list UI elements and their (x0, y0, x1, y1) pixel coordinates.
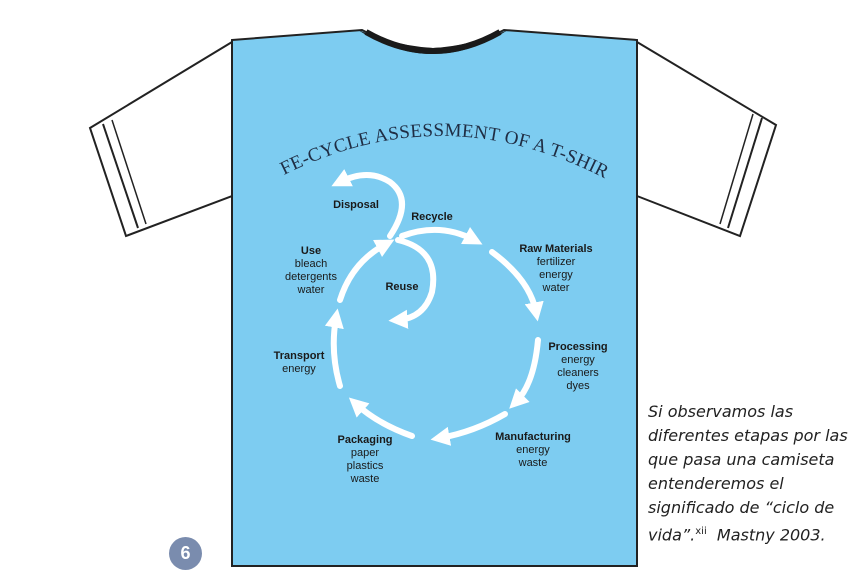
cycle-arrows (324, 169, 544, 446)
stage-use: Use bleach detergents water (285, 245, 337, 296)
svg-text:energy: energy (516, 444, 550, 456)
caption-last-start: vida”. (648, 525, 696, 545)
svg-text:cleaners: cleaners (557, 367, 599, 379)
arrow-reuse-loop (388, 237, 437, 329)
caption-line: diferentes etapas por las (648, 426, 848, 445)
svg-text:bleach: bleach (295, 258, 327, 270)
stage-reuse: Reuse (385, 281, 418, 293)
svg-text:energy: energy (282, 363, 316, 375)
svg-text:waste: waste (350, 473, 380, 485)
arrow-processing-to-manufacturing (509, 337, 541, 409)
svg-text:water: water (297, 284, 325, 296)
arrow-manufacturing-to-packaging (430, 411, 508, 446)
svg-text:energy: energy (561, 354, 595, 366)
right-sleeve-cuff (727, 117, 763, 229)
svg-text:plastics: plastics (347, 460, 384, 472)
svg-text:Recycle: Recycle (411, 211, 453, 223)
footnote-marker: xii (695, 526, 707, 537)
svg-text:Packaging: Packaging (337, 434, 392, 446)
stage-raw-materials: Raw Materials fertilizer energy water (519, 243, 592, 294)
svg-text:Raw Materials: Raw Materials (519, 243, 592, 255)
citation: Mastny 2003. (716, 525, 826, 545)
shirt-body (231, 28, 638, 567)
arrow-use-to-recycle (337, 239, 395, 303)
svg-text:Reuse: Reuse (385, 281, 418, 293)
caption-line: Si observamos las (648, 402, 794, 421)
svg-text:dyes: dyes (566, 380, 590, 392)
svg-text:water: water (542, 282, 570, 294)
caption-line: que pasa una camiseta (648, 450, 835, 469)
svg-text:waste: waste (518, 457, 548, 469)
svg-text:Use: Use (301, 245, 321, 257)
svg-text:detergents: detergents (285, 271, 337, 283)
svg-text:fertilizer: fertilizer (537, 256, 576, 268)
left-sleeve (88, 40, 233, 238)
svg-text:Transport: Transport (274, 350, 325, 362)
stage-processing: Processing energy cleaners dyes (548, 341, 607, 392)
caption-last-line: vida”.xii Mastny 2003. (648, 520, 863, 547)
stage-transport: Transport energy (274, 350, 325, 375)
svg-text:Manufacturing: Manufacturing (495, 431, 571, 443)
left-sleeve-cuff (102, 123, 139, 229)
arrow-packaging-to-transport (348, 397, 415, 439)
stage-disposal: Disposal (333, 199, 379, 211)
arrow-transport-to-use (324, 308, 344, 389)
svg-text:Processing: Processing (548, 341, 607, 353)
caption: Si observamos las diferentes etapas por … (648, 400, 863, 547)
stage-manufacturing: Manufacturing energy waste (495, 431, 571, 469)
arrow-raw-to-processing (489, 249, 544, 322)
svg-text:Disposal: Disposal (333, 199, 379, 211)
stage-packaging: Packaging paper plastics waste (337, 434, 392, 485)
svg-text:paper: paper (351, 447, 379, 459)
arrow-to-disposal (331, 169, 405, 239)
arrow-recycle-to-raw (399, 226, 483, 245)
page-number-badge: 6 (169, 537, 202, 570)
caption-line: entenderemos el (648, 474, 784, 493)
svg-text:energy: energy (539, 269, 573, 281)
caption-line: significado de “ciclo de (648, 498, 835, 517)
stage-recycle: Recycle (411, 211, 453, 223)
